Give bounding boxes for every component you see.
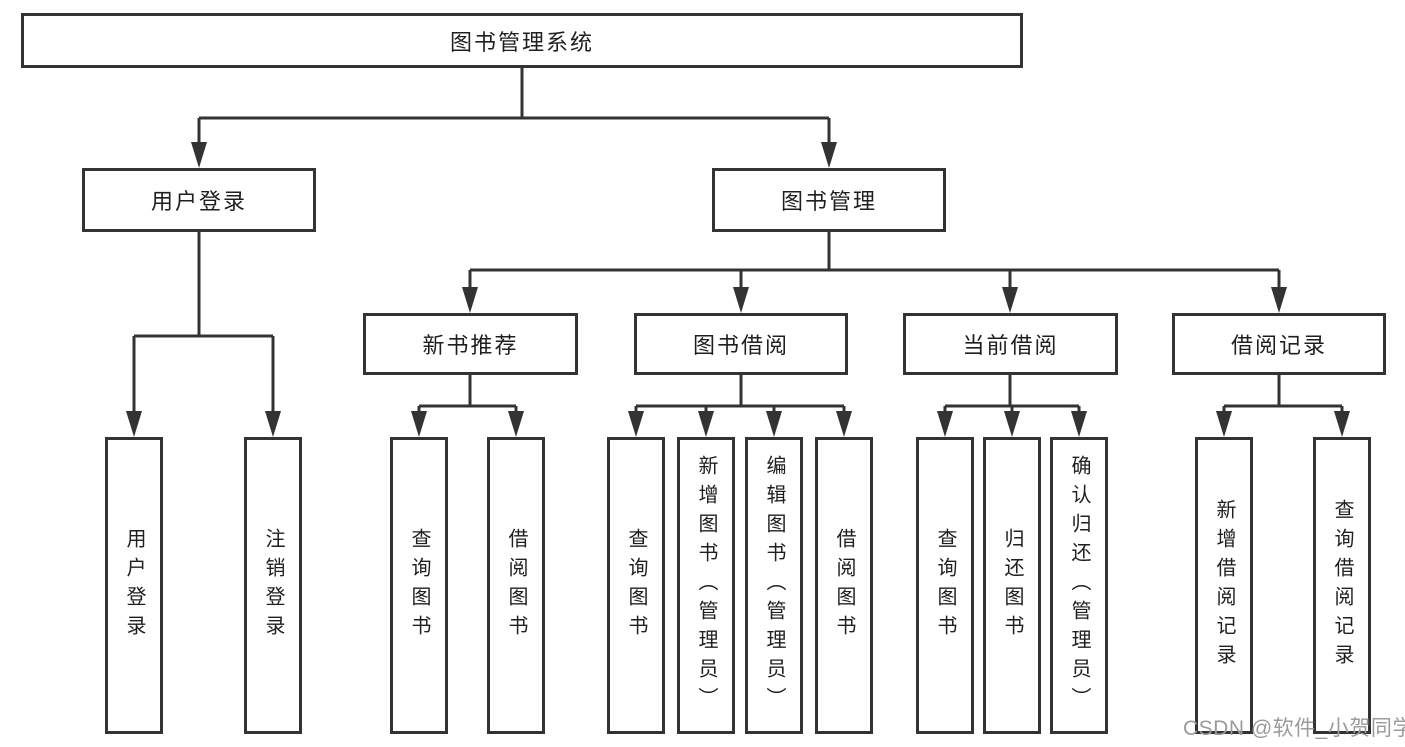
node-root-label: 图书管理系统 bbox=[449, 29, 594, 55]
node-book-mgmt: 图书管理 bbox=[712, 168, 946, 232]
leaf-confirm-return-admin: 确认归还（管理员） bbox=[1050, 437, 1108, 734]
leaf-query-book-borrow-label: 查询图书 bbox=[625, 527, 647, 644]
connector-borrow-record bbox=[1216, 375, 1350, 437]
leaf-edit-book-admin-label: 编辑图书（管理员） bbox=[763, 455, 785, 716]
leaf-confirm-return-admin-label: 确认归还（管理员） bbox=[1068, 455, 1090, 716]
leaf-borrow-book-label: 借阅图书 bbox=[833, 527, 855, 644]
leaf-logout: 注销登录 bbox=[244, 437, 302, 734]
leaf-query-borrow-record-label: 查询借阅记录 bbox=[1331, 498, 1353, 673]
node-borrow-record: 借阅记录 bbox=[1172, 313, 1386, 375]
leaf-borrow-book: 借阅图书 bbox=[815, 437, 873, 734]
leaf-query-book-recommend: 查询图书 bbox=[390, 437, 448, 734]
connector-root bbox=[191, 68, 837, 168]
leaf-query-book-current-label: 查询图书 bbox=[934, 527, 956, 644]
leaf-add-book-admin-label: 新增图书（管理员） bbox=[695, 455, 717, 716]
leaf-borrow-book-recommend: 借阅图书 bbox=[487, 437, 545, 734]
csdn-watermark: CSDN @软件_小贺同学 bbox=[1183, 717, 1405, 740]
connector-book-borrow bbox=[628, 375, 852, 437]
node-new-book-recommend: 新书推荐 bbox=[363, 313, 578, 375]
connector-user-login bbox=[126, 232, 281, 437]
node-current-borrow-label: 当前借阅 bbox=[962, 333, 1059, 358]
node-root: 图书管理系统 bbox=[21, 13, 1023, 68]
leaf-add-borrow-record-label: 新增借阅记录 bbox=[1213, 498, 1235, 673]
node-new-book-recommend-label: 新书推荐 bbox=[422, 333, 519, 358]
leaf-add-book-admin: 新增图书（管理员） bbox=[677, 437, 735, 734]
connector-new-book-recommend bbox=[411, 375, 524, 437]
leaf-add-borrow-record: 新增借阅记录 bbox=[1195, 437, 1253, 734]
node-book-borrow: 图书借阅 bbox=[634, 313, 848, 375]
leaf-return-book-label: 归还图书 bbox=[1001, 527, 1023, 644]
leaf-user-login: 用户登录 bbox=[105, 437, 163, 734]
leaf-query-book-recommend-label: 查询图书 bbox=[408, 527, 430, 644]
node-book-borrow-label: 图书借阅 bbox=[692, 333, 789, 358]
node-current-borrow: 当前借阅 bbox=[903, 313, 1118, 375]
node-user-login: 用户登录 bbox=[82, 168, 316, 232]
node-user-login-label: 用户登录 bbox=[150, 189, 247, 214]
leaf-query-borrow-record: 查询借阅记录 bbox=[1313, 437, 1371, 734]
leaf-query-book-borrow: 查询图书 bbox=[607, 437, 665, 734]
connector-current-borrow bbox=[937, 375, 1087, 437]
leaf-borrow-book-recommend-label: 借阅图书 bbox=[505, 527, 527, 644]
leaf-user-login-label: 用户登录 bbox=[123, 527, 145, 644]
connector-book-mgmt bbox=[462, 232, 1287, 313]
node-book-mgmt-label: 图书管理 bbox=[780, 189, 877, 214]
leaf-logout-label: 注销登录 bbox=[262, 527, 284, 644]
node-borrow-record-label: 借阅记录 bbox=[1230, 333, 1327, 358]
leaf-query-book-current: 查询图书 bbox=[916, 437, 974, 734]
leaf-edit-book-admin: 编辑图书（管理员） bbox=[745, 437, 803, 734]
leaf-return-book: 归还图书 bbox=[983, 437, 1041, 734]
